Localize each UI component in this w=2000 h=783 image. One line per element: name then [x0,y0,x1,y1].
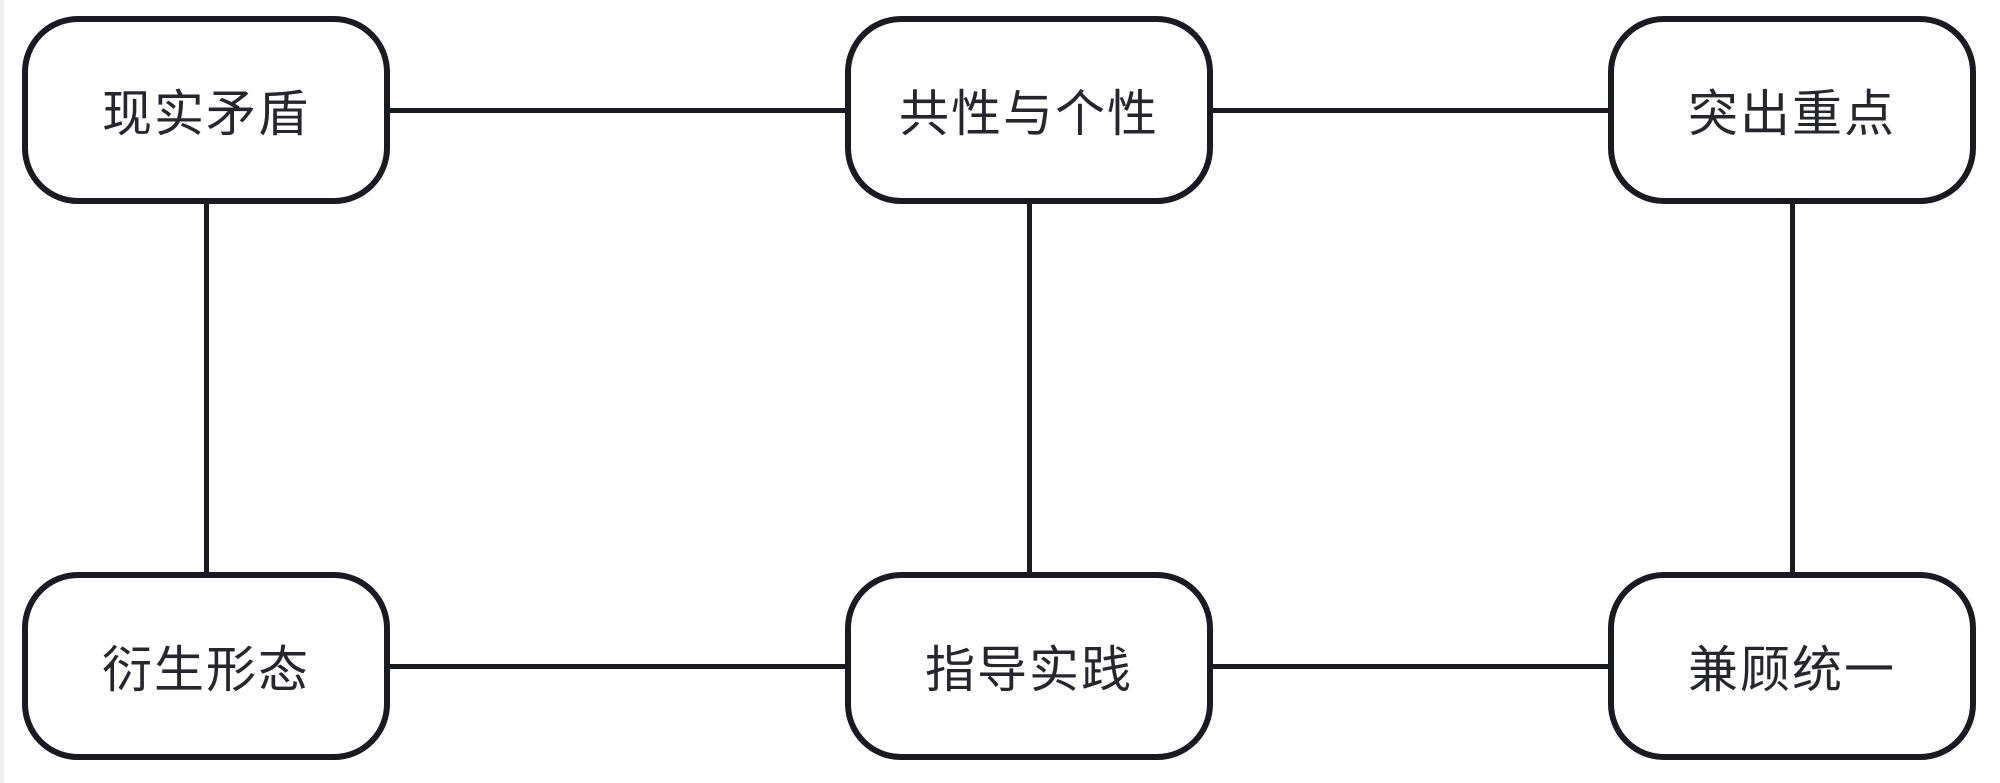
node-label: 指导实践 [925,642,1133,698]
edge-top-left-to-bottom-left [204,204,209,572]
edge-bottom-center-to-bottom-right [1213,664,1608,669]
node-label: 共性与个性 [899,86,1159,142]
node-label: 突出重点 [1688,86,1896,142]
node-top-center[interactable]: 共性与个性 [845,16,1213,204]
node-label: 兼顾统一 [1688,642,1896,698]
edge-bottom-left-to-bottom-center [390,664,845,669]
node-top-right[interactable]: 突出重点 [1608,16,1976,204]
node-top-left[interactable]: 现实矛盾 [22,16,390,204]
edge-top-right-to-bottom-right [1790,204,1795,572]
left-edge-strip [0,0,4,783]
node-label: 现实矛盾 [102,86,310,142]
edge-top-center-to-bottom-center [1027,204,1032,572]
node-bottom-right[interactable]: 兼顾统一 [1608,572,1976,760]
node-bottom-left[interactable]: 衍生形态 [22,572,390,760]
node-label: 衍生形态 [102,642,310,698]
edge-top-left-to-top-center [390,108,845,113]
edge-top-center-to-top-right [1213,108,1608,113]
node-bottom-center[interactable]: 指导实践 [845,572,1213,760]
